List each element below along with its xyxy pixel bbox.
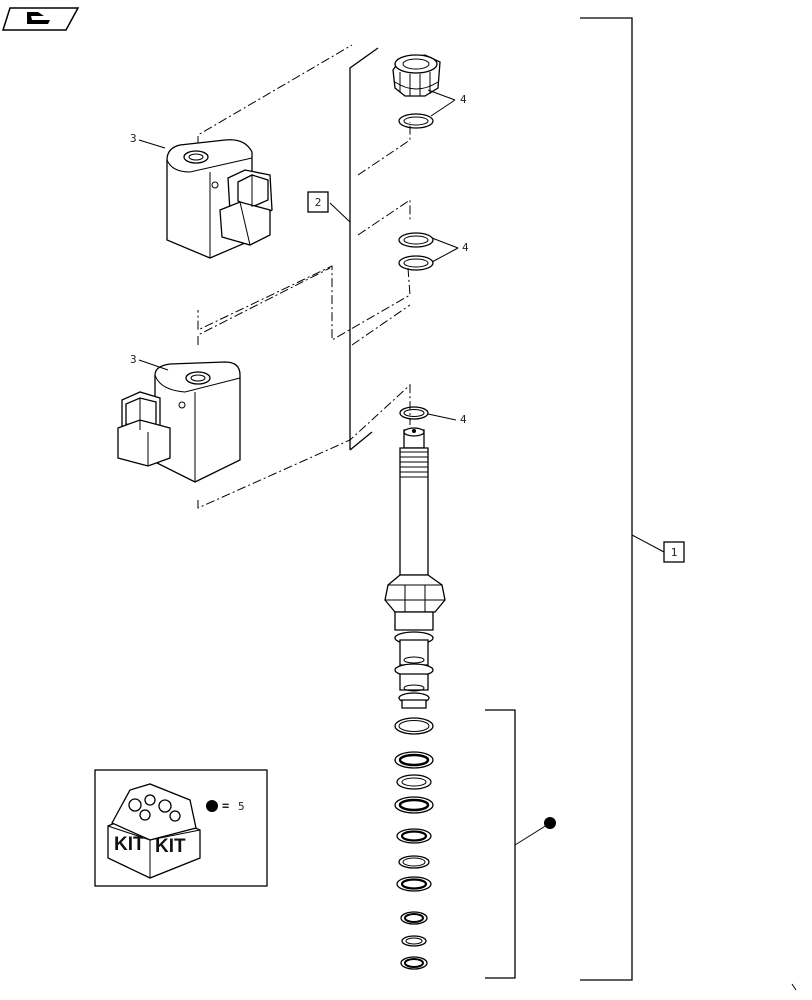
kit-legend-item: 5 — [238, 800, 245, 813]
callout-coil-lower-label: 3 — [130, 353, 137, 366]
seal-kit-stack[interactable] — [394, 717, 434, 970]
subassembly-bracket — [329, 47, 379, 451]
subassembly-label: 2 — [315, 196, 322, 209]
corner-mark — [791, 983, 797, 991]
solenoid-coil-lower[interactable] — [117, 361, 241, 483]
callout-seal-upper: 4 — [427, 89, 467, 117]
kit-legend: KIT KIT = 5 — [94, 769, 268, 887]
kit-box-label-right: KIT — [155, 836, 186, 857]
kit-box-icon: KIT KIT — [107, 783, 201, 879]
callout-coil-upper: 3 — [130, 132, 166, 149]
assembly-centerlines — [197, 44, 411, 509]
kit-legend-dot-icon — [206, 800, 218, 812]
seal-ring-middle-a[interactable] — [398, 232, 434, 248]
kit-box-label-left: KIT — [114, 834, 145, 855]
callout-coil-lower: 3 — [130, 353, 169, 371]
callout-coil-upper-label: 3 — [130, 132, 137, 145]
valve-cartridge[interactable] — [384, 427, 446, 709]
callout-seal-upper-label: 4 — [460, 93, 467, 106]
subassembly-label-box[interactable]: 2 — [307, 191, 329, 213]
callout-seal-middle: 4 — [431, 237, 469, 263]
seal-ring-lower[interactable] — [399, 406, 429, 420]
solenoid-coil-upper[interactable] — [166, 139, 273, 259]
book-page-icon[interactable] — [1, 7, 80, 31]
kit-dot-icon[interactable] — [544, 817, 556, 829]
callout-seal-middle-label: 4 — [462, 241, 469, 254]
seal-ring-upper[interactable] — [398, 113, 434, 129]
assembly-bracket — [580, 17, 665, 981]
kit-bracket — [485, 709, 548, 979]
retaining-nut[interactable] — [392, 54, 441, 97]
callout-seal-lower-label: 4 — [460, 413, 467, 426]
assembly-label: 1 — [671, 546, 678, 559]
kit-legend-equals: = — [222, 799, 229, 813]
seal-ring-middle-b[interactable] — [398, 255, 434, 271]
assembly-label-box[interactable]: 1 — [663, 541, 685, 563]
callout-seal-lower: 4 — [427, 413, 467, 426]
